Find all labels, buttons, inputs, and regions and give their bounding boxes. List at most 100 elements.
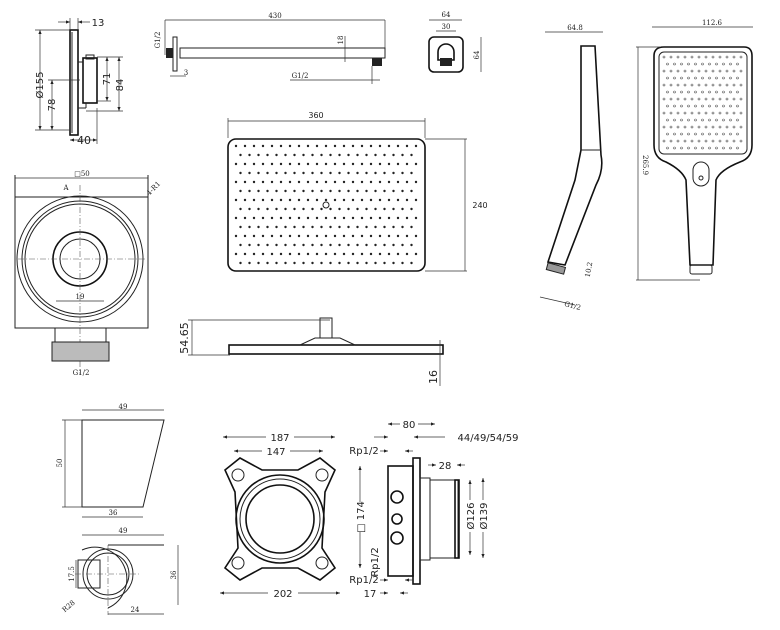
nozzle (673, 62, 676, 66)
nozzle (708, 104, 711, 108)
nozzle (234, 252, 238, 256)
nozzle (338, 261, 341, 265)
nozzle (306, 252, 310, 256)
nozzle (279, 198, 283, 202)
nozzle (697, 111, 701, 115)
nozzle (266, 189, 269, 193)
nozzle (739, 125, 743, 129)
nozzle (718, 111, 722, 115)
nozzle (729, 132, 732, 136)
nozzle (387, 180, 391, 184)
nozzle (392, 189, 395, 193)
nozzle (270, 144, 274, 148)
hand-shower-side-view: 64.8 10.2 G1/2 (539, 24, 603, 312)
nozzle (252, 234, 256, 238)
nozzle (257, 171, 260, 175)
nozzle (315, 180, 319, 184)
nozzle (683, 97, 687, 101)
nozzle (261, 216, 265, 220)
nozzle (392, 225, 395, 229)
nozzle (694, 76, 697, 80)
nozzle (410, 261, 413, 265)
nozzle (279, 162, 283, 166)
nozzle (234, 216, 238, 220)
nozzle (396, 162, 400, 166)
nozzle (252, 252, 256, 256)
nozzle (736, 90, 739, 94)
nozzle (333, 252, 337, 256)
nozzle (342, 180, 346, 184)
nozzle (410, 189, 413, 193)
nozzle (666, 90, 669, 94)
nozzle (722, 62, 725, 66)
nozzle (315, 252, 319, 256)
nozzle (365, 225, 368, 229)
nozzle (311, 171, 314, 175)
nozzle (270, 234, 274, 238)
nozzle (669, 83, 673, 87)
nozzle (347, 225, 350, 229)
nozzle (266, 171, 269, 175)
nozzle (708, 132, 711, 136)
nozzle (342, 144, 346, 148)
nozzle (701, 146, 704, 150)
nozzle (414, 180, 418, 184)
nozzle (239, 153, 242, 157)
nozzle (704, 83, 708, 87)
nozzle (360, 234, 364, 238)
nozzle (736, 146, 739, 150)
nozzle (374, 261, 377, 265)
nozzle (261, 162, 265, 166)
ibox-rp-bottom: Rp1/2 (349, 575, 378, 586)
nozzle (275, 153, 278, 157)
nozzle (383, 261, 386, 265)
nozzle (683, 139, 687, 143)
nozzle (673, 118, 676, 122)
nozzle (306, 198, 310, 202)
nozzle (333, 180, 337, 184)
nozzle (704, 111, 708, 115)
nozzle (396, 252, 400, 256)
arm-thread-left: G1/2 (154, 32, 162, 49)
nozzle (739, 139, 743, 143)
nozzle (383, 243, 386, 247)
nozzle (732, 125, 736, 129)
nozzle (248, 225, 251, 229)
nozzle (387, 162, 391, 166)
nozzle (369, 234, 373, 238)
nozzle (680, 104, 683, 108)
nozzle (673, 132, 676, 136)
nozzle (732, 69, 736, 73)
nozzle (718, 125, 722, 129)
nozzle (732, 97, 736, 101)
nozzle (378, 198, 382, 202)
nozzle (662, 125, 666, 129)
nozzle (293, 261, 296, 265)
nozzle (270, 180, 274, 184)
nozzle (708, 76, 711, 80)
nozzle (356, 207, 359, 211)
nozzle (351, 144, 355, 148)
holder-top: 49 (119, 403, 128, 411)
nozzle (690, 55, 694, 59)
nozzle (302, 189, 305, 193)
nozzle (261, 252, 265, 256)
nozzle (248, 153, 251, 157)
nozzle (351, 216, 355, 220)
holder-height: 50 (56, 459, 64, 468)
nozzle (662, 69, 666, 73)
ibox-d139: Ø139 (478, 503, 490, 530)
nozzle (410, 243, 413, 247)
nozzle (369, 144, 373, 148)
nozzle (687, 104, 690, 108)
nozzle (711, 69, 715, 73)
nozzle (687, 62, 690, 66)
nozzle (365, 207, 368, 211)
nozzle (324, 162, 328, 166)
hand-thread: G1/2 (563, 300, 581, 312)
nozzle (351, 180, 355, 184)
nozzle (383, 171, 386, 175)
mounting-frame-view: 187 147 202 (220, 431, 340, 600)
nozzle (243, 216, 247, 220)
nozzle (288, 180, 292, 184)
